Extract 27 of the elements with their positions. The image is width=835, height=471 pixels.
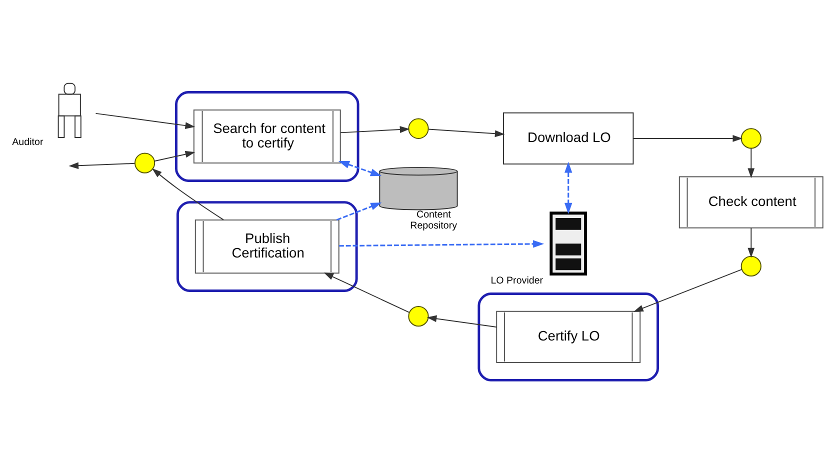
arrow [428, 128, 505, 138]
arrow [632, 135, 743, 142]
cluster [478, 292, 659, 382]
node-circle [408, 118, 429, 139]
arrow [154, 150, 196, 162]
arrow [339, 240, 544, 248]
node-label: Auditor [12, 136, 44, 148]
arrow [564, 162, 572, 214]
arrow [748, 228, 755, 258]
node-label: LO Provider [490, 275, 544, 286]
node-circle [408, 306, 429, 327]
cluster [175, 91, 360, 182]
arrow [338, 160, 382, 176]
arrow [68, 162, 136, 170]
node-circle [740, 128, 762, 149]
node-circle [740, 256, 762, 277]
node-label: Content Repository [410, 210, 458, 232]
arrow [748, 148, 755, 178]
arrow [633, 268, 742, 312]
arrow [336, 202, 382, 221]
arrow [152, 168, 224, 220]
arrow [324, 272, 410, 313]
arrow [340, 126, 410, 134]
arrow [426, 315, 498, 328]
arrow [95, 112, 196, 129]
node-circle [134, 152, 156, 174]
cluster [176, 201, 358, 292]
